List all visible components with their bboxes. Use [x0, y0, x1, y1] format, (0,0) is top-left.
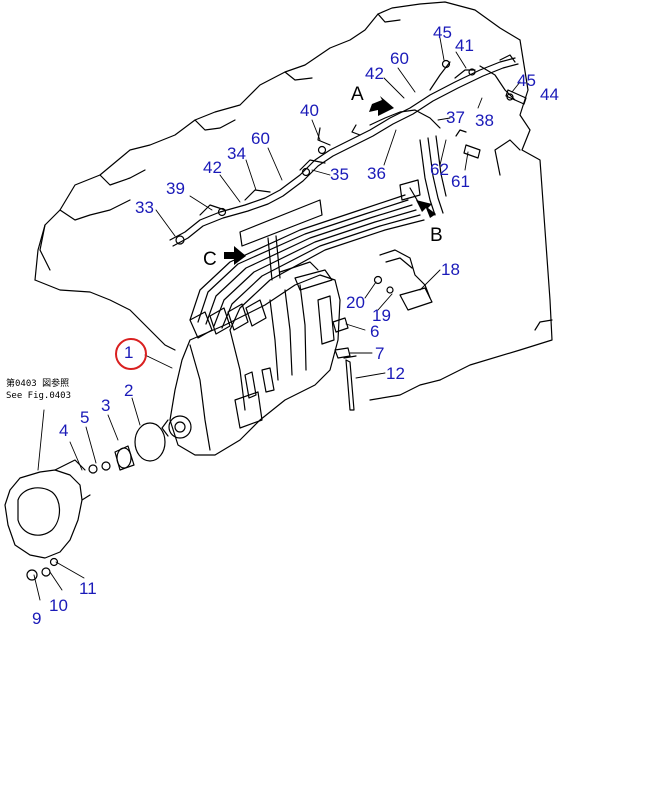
callout-40: 40 — [300, 101, 319, 120]
callout-6: 6 — [370, 322, 380, 341]
callout-39: 39 — [166, 179, 185, 198]
injection-pump — [161, 249, 433, 456]
view-marker-c: C — [203, 249, 217, 270]
view-marker-b: B — [430, 225, 443, 246]
engine-block-outline — [34, 1, 553, 401]
view-arrow-a — [369, 96, 394, 116]
sensor-harness — [169, 54, 527, 247]
callout-4: 4 — [59, 421, 69, 440]
callout-35: 35 — [330, 165, 349, 184]
callout-3: 3 — [101, 396, 111, 415]
callout-44: 44 — [540, 85, 559, 104]
figure-reference-note: 第0403 図参照 See Fig.0403 — [6, 378, 71, 402]
callout-18: 18 — [441, 260, 460, 279]
leader-lines — [33, 37, 521, 601]
callout-2: 2 — [124, 381, 134, 400]
callout-9: 9 — [32, 609, 42, 628]
view-arrow-b — [416, 200, 436, 218]
callout-60: 60 — [390, 49, 409, 68]
figure-reference-japanese: 第0403 図参照 — [6, 379, 70, 389]
callout-45: 45 — [517, 71, 536, 90]
callout-36: 36 — [367, 164, 386, 183]
callout-61: 61 — [451, 172, 470, 191]
callout-45: 45 — [433, 23, 452, 42]
callout-38: 38 — [475, 111, 494, 130]
callout-33: 33 — [135, 198, 154, 217]
callout-42: 42 — [203, 158, 222, 177]
injection-pipes — [189, 135, 447, 331]
callout-20: 20 — [346, 293, 365, 312]
gear-case-parts — [4, 422, 166, 581]
callout-42: 42 — [365, 64, 384, 83]
callout-11: 11 — [79, 579, 97, 598]
highlight-ring — [115, 338, 147, 370]
callout-34: 34 — [227, 144, 246, 163]
callout-1: 1 — [124, 343, 134, 362]
figure-reference-english: See Fig.0403 — [6, 391, 72, 401]
callout-12: 12 — [386, 364, 405, 383]
view-marker-a: A — [351, 84, 364, 105]
view-arrow-c — [224, 246, 246, 265]
callout-37: 37 — [446, 108, 465, 127]
callout-10: 10 — [49, 596, 68, 615]
callout-41: 41 — [455, 36, 474, 55]
callout-7: 7 — [375, 344, 385, 363]
callout-60: 60 — [251, 129, 270, 148]
view-arrows — [224, 96, 436, 265]
callout-62: 62 — [430, 160, 449, 179]
callout-19: 19 — [372, 306, 391, 325]
callout-5: 5 — [80, 408, 90, 427]
